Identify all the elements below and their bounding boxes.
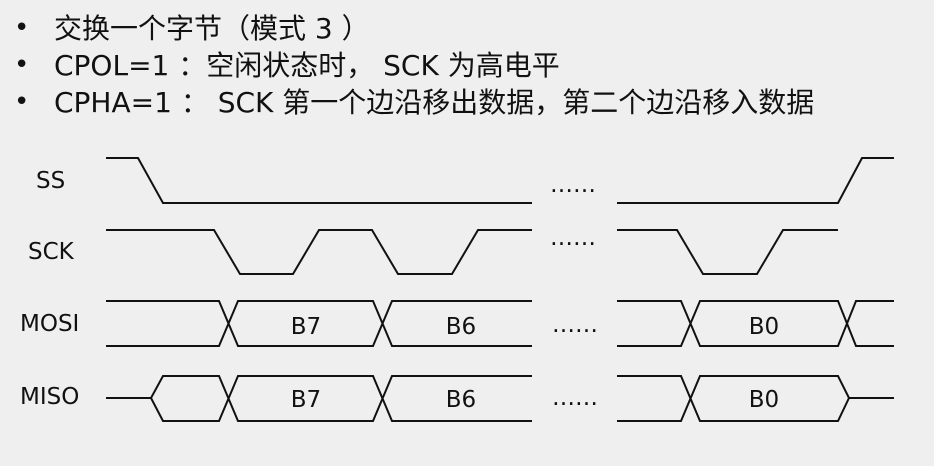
bullet-dot-icon: • (14, 13, 30, 43)
sck-ellipsis: …… (550, 225, 596, 251)
sck-waveform-left (106, 229, 532, 275)
miso-bit-b0: B0 (749, 387, 779, 413)
mosi-ellipsis: …… (552, 312, 598, 338)
label-ss: SS (36, 168, 65, 194)
miso-bus-left (106, 375, 532, 422)
label-mosi: MOSI (20, 311, 79, 337)
mosi-bus-right (617, 300, 894, 347)
bullet-text: CPOL=1 ：空闲状态时， SCK 为高电平 (54, 49, 560, 82)
miso-bus-right (617, 375, 894, 422)
ss-waveform-left (106, 157, 532, 204)
mosi-bit-b7: B7 (291, 314, 321, 340)
sck-waveform-right (617, 229, 838, 275)
miso-bit-b6: B6 (446, 387, 476, 413)
label-sck: SCK (28, 239, 75, 265)
miso-ellipsis: …… (552, 385, 598, 411)
ss-waveform-right (617, 157, 894, 204)
mosi-bit-b0: B0 (749, 314, 779, 340)
bullet-dot-icon: • (14, 50, 30, 80)
bullet-text: 交换一个字节（模式 3 ） (54, 12, 370, 45)
miso-bit-b7: B7 (291, 387, 321, 413)
bullet-text: CPHA=1 ： SCK 第一个边沿移出数据，第二个边沿移入数据 (54, 86, 815, 119)
ss-ellipsis: …… (550, 172, 596, 198)
label-miso: MISO (20, 384, 79, 410)
bullet-dot-icon: • (14, 87, 30, 117)
mosi-bit-b6: B6 (446, 314, 476, 340)
mosi-bus-left (106, 300, 532, 347)
